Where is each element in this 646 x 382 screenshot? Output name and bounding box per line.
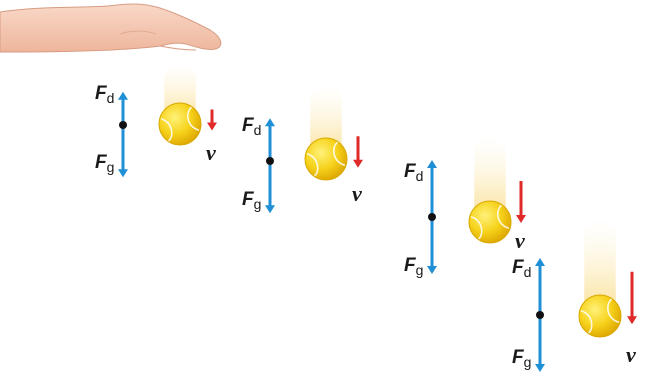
center-of-mass-dot	[266, 157, 274, 165]
gravity-force-label: Fg	[512, 347, 531, 370]
gravity-force-arrow	[118, 125, 128, 177]
tennis-ball	[159, 103, 201, 145]
drag-force-arrow	[265, 118, 275, 161]
tennis-ball	[305, 138, 347, 180]
gravity-force-label: Fg	[95, 152, 114, 175]
velocity-label: v	[515, 228, 525, 253]
gravity-force-label: Fg	[242, 189, 261, 212]
hand-illustration	[0, 4, 221, 52]
velocity-arrow	[353, 136, 363, 168]
tennis-ball	[579, 295, 621, 337]
velocity-arrow	[207, 110, 217, 131]
drag-force-label: Fd	[404, 161, 423, 184]
center-of-mass-dot	[536, 311, 544, 319]
velocity-arrow	[516, 181, 526, 223]
drag-force-arrow	[118, 92, 128, 125]
tennis-ball	[469, 201, 511, 243]
center-of-mass-dot	[428, 213, 436, 221]
drag-force-label: Fd	[95, 83, 114, 106]
center-of-mass-dot	[119, 121, 127, 129]
velocity-label: v	[626, 342, 636, 367]
drag-force-label: Fd	[512, 257, 531, 280]
gravity-force-arrow	[265, 161, 275, 213]
drag-force-label: Fd	[242, 115, 261, 138]
velocity-arrow	[627, 272, 637, 325]
gravity-force-label: Fg	[404, 255, 423, 278]
gravity-force-arrow	[427, 217, 437, 274]
drag-force-arrow	[427, 160, 437, 217]
velocity-label: v	[352, 181, 362, 206]
velocity-label: v	[206, 140, 216, 165]
gravity-force-arrow	[535, 315, 545, 372]
drag-force-arrow	[535, 258, 545, 315]
